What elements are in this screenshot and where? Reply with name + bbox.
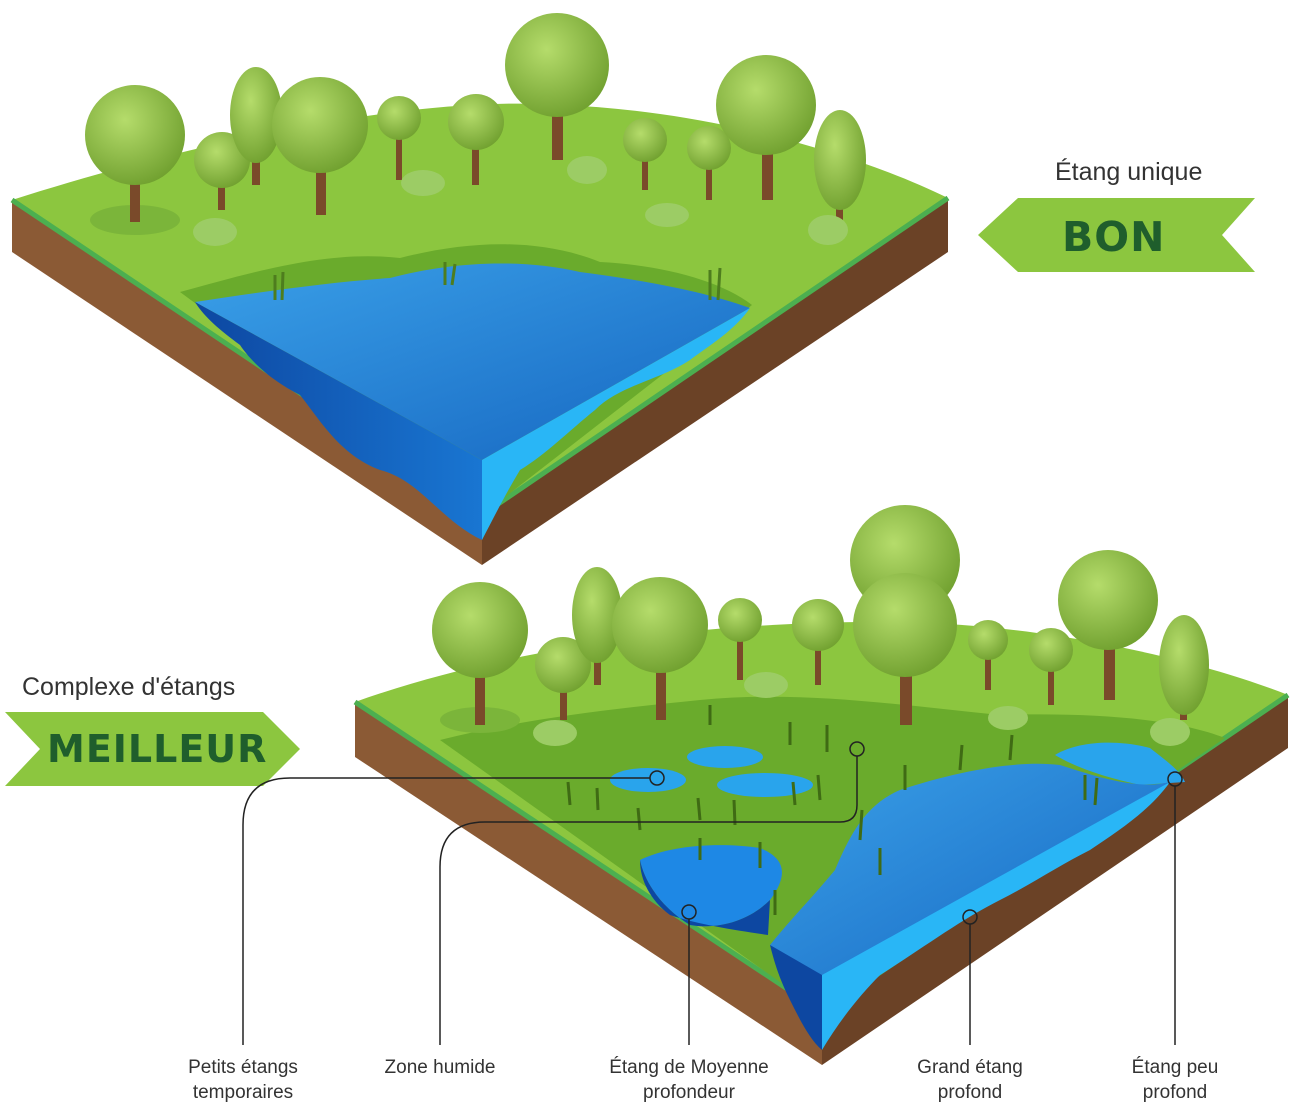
pond-water-left-cut [195, 302, 482, 540]
temporary-pond [717, 773, 813, 797]
callout-shallow-pond-line1: Étang peu [1131, 1057, 1219, 1078]
callout-large-pond-line2: profond [937, 1082, 1003, 1103]
complex-rating-label: MEILLEUR [47, 727, 268, 771]
temporary-pond [687, 746, 763, 768]
complex-pond-diorama [353, 505, 1290, 1065]
trees [85, 13, 866, 246]
large-pond-left-cut [770, 945, 822, 1050]
marsh-plants [566, 705, 1099, 915]
trees [432, 505, 1209, 746]
complex-caption: Complexe d'étangs [22, 673, 236, 701]
pond-water-surface [195, 263, 750, 460]
large-pond-right-cut [822, 782, 1170, 1050]
single-pond-diorama [10, 13, 950, 565]
single-pond-caption: Étang unique [1055, 158, 1203, 186]
soil-right-face [482, 198, 948, 565]
single-rating-label: BON [1062, 213, 1166, 261]
callout-temporary-ponds: Petits étangs temporaires [133, 1055, 353, 1105]
single-rating-banner [978, 198, 1255, 272]
callout-shallow-pond: Étang peu profond [1065, 1055, 1285, 1105]
callout-large-pond: Grand étang profond [860, 1055, 1080, 1105]
callout-line-wetland [439, 756, 858, 1045]
medium-pond [640, 845, 782, 927]
soil-left-face [355, 702, 822, 1065]
pond-water-right-cut [482, 308, 750, 540]
soil-left-face [12, 200, 482, 565]
reeds [273, 262, 722, 301]
temporary-pond [610, 768, 686, 792]
callout-large-pond-line1: Grand étang [917, 1057, 1023, 1078]
callout-medium-pond-line1: Étang de Moyenne [609, 1057, 769, 1078]
callout-wetland: Zone humide [330, 1055, 550, 1080]
callout-shallow-pond-line2: profond [1142, 1082, 1208, 1103]
callout-lines [242, 741, 1183, 1045]
shallow-pond [1055, 742, 1185, 785]
callout-wetland-line1: Zone humide [384, 1057, 496, 1078]
callout-medium-pond-line2: profondeur [643, 1082, 735, 1103]
large-pond-surface [770, 763, 1170, 990]
callout-temporary-ponds-line1: Petits étangs [188, 1057, 298, 1078]
soil-right-face [822, 695, 1288, 1065]
callout-medium-pond: Étang de Moyenne profondeur [579, 1055, 799, 1105]
callout-line-temporary-ponds [242, 777, 650, 1045]
complex-rating-banner [5, 712, 300, 786]
medium-pond-cut [640, 860, 770, 935]
callout-temporary-ponds-line2: temporaires [192, 1082, 294, 1103]
